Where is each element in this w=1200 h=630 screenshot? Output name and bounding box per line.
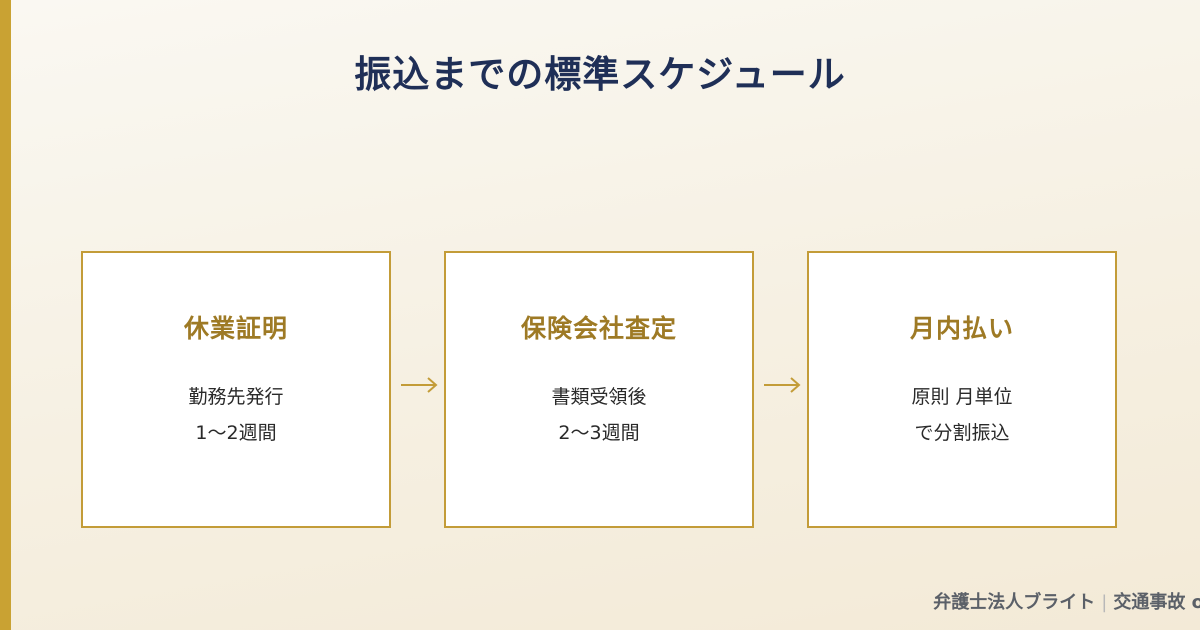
step-heading: 月内払い: [909, 314, 1014, 343]
step-heading: 保険会社査定: [520, 314, 677, 343]
step-line: で分割振込: [914, 422, 1010, 444]
accent-bar: [0, 0, 11, 630]
footer-firm-name: 弁護士法人ブライト: [933, 592, 1096, 613]
step-line: 書類受領後: [551, 386, 647, 408]
footer-credit: 弁護士法人ブライト|交通事故 o: [933, 588, 1200, 614]
step-box-1: 休業証明 勤務先発行 1〜2週間: [81, 251, 391, 528]
step-body: 書類受領後 2〜3週間: [446, 379, 752, 451]
step-line: 2〜3週間: [558, 422, 640, 444]
step-line: 1〜2週間: [195, 422, 277, 444]
step-line: 勤務先発行: [188, 386, 284, 408]
arrow-right-icon: [401, 377, 438, 393]
step-body: 原則 月単位 で分割振込: [809, 379, 1115, 451]
step-body: 勤務先発行 1〜2週間: [83, 379, 389, 451]
step-box-2: 保険会社査定 書類受領後 2〜3週間: [444, 251, 754, 528]
footer-separator: |: [1101, 592, 1108, 613]
footer-topic: 交通事故 o: [1113, 592, 1200, 613]
step-box-3: 月内払い 原則 月単位 で分割振込: [807, 251, 1117, 528]
diagram-title: 振込までの標準スケジュール: [354, 53, 846, 96]
step-heading: 休業証明: [183, 314, 288, 343]
arrow-right-icon: [764, 377, 801, 393]
step-line: 原則 月単位: [911, 386, 1013, 408]
